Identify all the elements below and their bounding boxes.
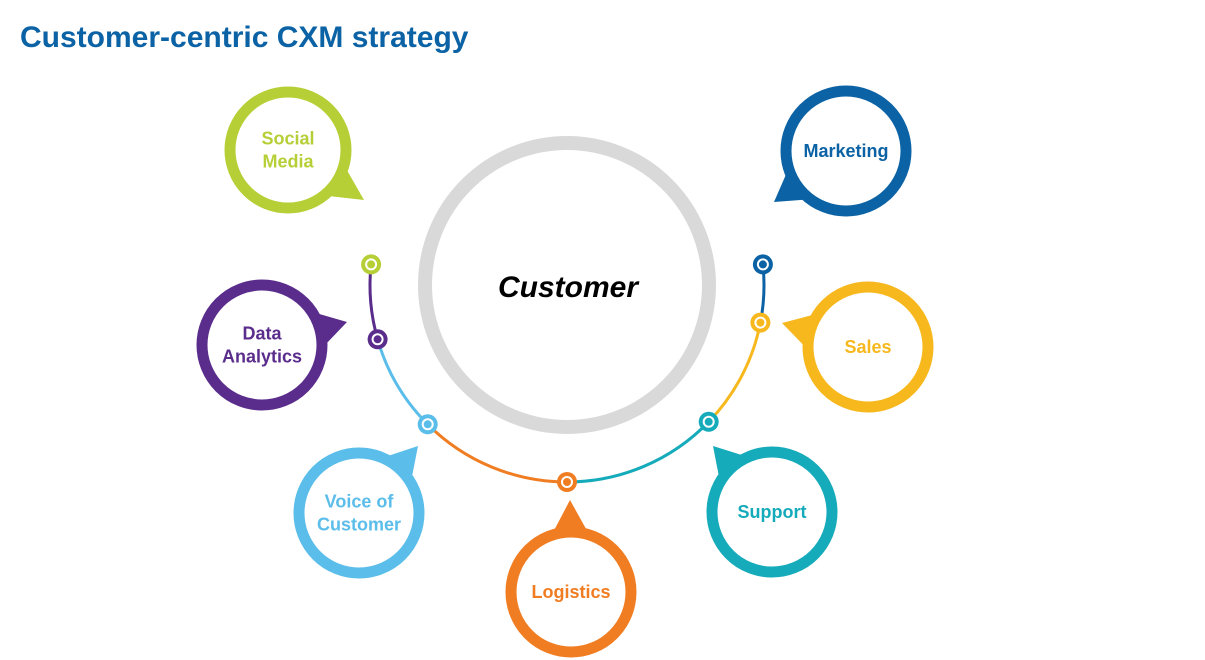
connector-dot-inner [371, 333, 384, 346]
connector-dot [417, 414, 438, 435]
connector-dot-inner [756, 258, 769, 271]
bubble-ring [802, 281, 934, 413]
bubble-ring [293, 447, 425, 579]
connector-dot [750, 312, 771, 333]
node-label: Voice of [325, 492, 395, 512]
node-label: Analytics [222, 347, 302, 367]
node-label: Support [738, 502, 807, 522]
arc-segment [368, 264, 380, 340]
node-label: Social [261, 129, 314, 149]
node-sales: Sales [750, 281, 934, 413]
node-label: Marketing [803, 141, 888, 161]
connector-dot-inner [365, 258, 378, 271]
connector-dot-inner [561, 476, 573, 488]
bubble-ring [224, 86, 352, 214]
connector-dot [752, 254, 773, 275]
node-label: Media [262, 152, 314, 172]
bubble-ring [780, 85, 912, 217]
arc-segment [426, 423, 568, 484]
arc-segment [566, 420, 710, 484]
connector-dot-inner [702, 415, 715, 428]
node-label: Data [242, 324, 282, 344]
bubble-tail [551, 500, 590, 536]
bubble-ring [706, 446, 838, 578]
connector-dot-inner [754, 316, 767, 329]
bubble-ring [196, 279, 328, 411]
arc-segment [707, 322, 762, 423]
bubble-ring [505, 526, 637, 658]
arc-segment [376, 338, 429, 426]
connector-dot [698, 411, 719, 432]
customer-label: Customer [498, 271, 640, 304]
connector-dot [367, 329, 388, 350]
connector-dot-inner [421, 418, 434, 431]
connector-dot [557, 472, 577, 492]
page-title: Customer-centric CXM strategy [20, 21, 469, 54]
node-support: Support [698, 411, 838, 578]
connector-dot [361, 254, 382, 275]
node-label: Sales [844, 337, 891, 357]
node-marketing: Marketing [752, 85, 912, 275]
node-logistics: Logistics [505, 472, 637, 658]
node-label: Logistics [531, 582, 610, 602]
node-label: Customer [317, 515, 401, 535]
customer-ring [418, 136, 716, 434]
node-voice-of-customer: Voice of Customer [293, 414, 438, 579]
